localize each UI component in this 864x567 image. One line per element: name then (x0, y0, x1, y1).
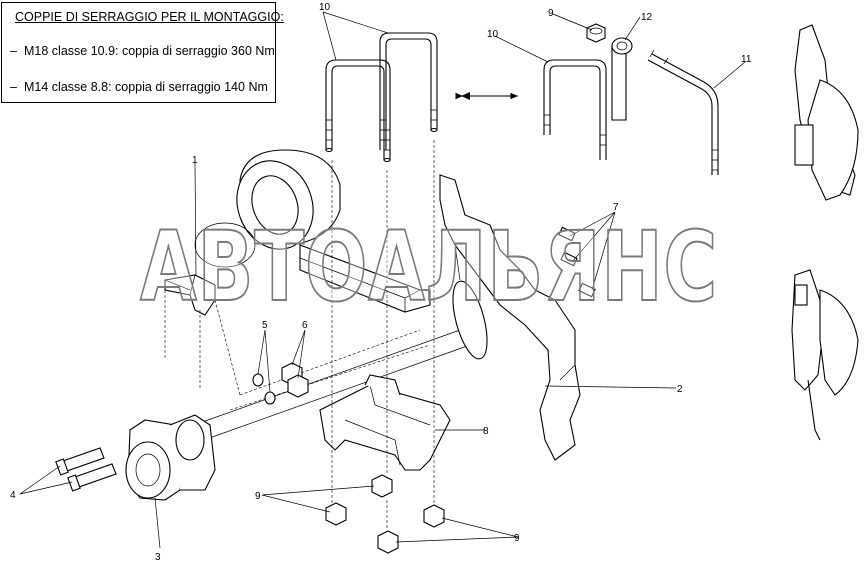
torque-spec-line-m18: –M18 classe 10.9: coppia di serraggio 36… (10, 44, 275, 58)
bottom-nuts (325, 140, 445, 554)
clamp-bracket (164, 274, 241, 396)
arm-bar (299, 244, 431, 313)
cutter-disc (439, 174, 581, 461)
callout-4: 4 (10, 490, 16, 501)
callout-1: 1 (192, 155, 198, 166)
leader-lines (19, 11, 746, 549)
l-bolt (647, 49, 719, 175)
rubber-bushing (194, 149, 341, 268)
washers-and-nuts (252, 362, 309, 405)
callout-6: 6 (302, 320, 308, 331)
callout-3: 3 (155, 552, 161, 563)
watermark-text: АВТОАЛЬЯНС (140, 211, 718, 323)
callout-9-left: 9 (255, 491, 261, 502)
u-bolt-pair-left (325, 32, 438, 163)
callout-2: 2 (677, 384, 683, 395)
side-view-top (794, 24, 859, 201)
disc-bolts (558, 226, 596, 298)
u-bolt-right (543, 59, 607, 160)
hex-bolts (55, 447, 117, 492)
callout-10-right: 10 (487, 29, 499, 40)
callout-9-top: 9 (548, 8, 554, 19)
bullet-dash: – (10, 44, 17, 58)
flange-housing (125, 414, 216, 501)
torque-spec-line-m14: –M14 classe 8.8: coppia di serraggio 140… (10, 80, 268, 94)
torque-spec-box: COPPIE DI SERRAGGIO PER IL MONTAGGIO: –M… (1, 2, 284, 103)
double-headed-arrow-icon (455, 92, 518, 100)
callout-7: 7 (613, 202, 619, 213)
side-view-bottom (791, 269, 859, 441)
nut-top (586, 23, 606, 43)
torque-spec-text: M18 classe 10.9: coppia di serraggio 360… (24, 44, 275, 58)
axle-shaft (179, 329, 471, 446)
callout-8: 8 (483, 426, 489, 437)
torque-spec-title: COPPIE DI SERRAGGIO PER IL MONTAGGIO: (15, 10, 284, 24)
callout-10-left: 10 (319, 2, 331, 13)
eye-spacer (611, 37, 633, 121)
callout-11: 11 (741, 54, 752, 65)
saddle-bracket (319, 374, 451, 471)
callout-12: 12 (641, 12, 653, 23)
bullet-dash: – (10, 80, 17, 94)
callout-9-right: 9 (514, 533, 520, 544)
callout-5: 5 (262, 320, 268, 331)
torque-spec-text: M14 classe 8.8: coppia di serraggio 140 … (24, 80, 268, 94)
